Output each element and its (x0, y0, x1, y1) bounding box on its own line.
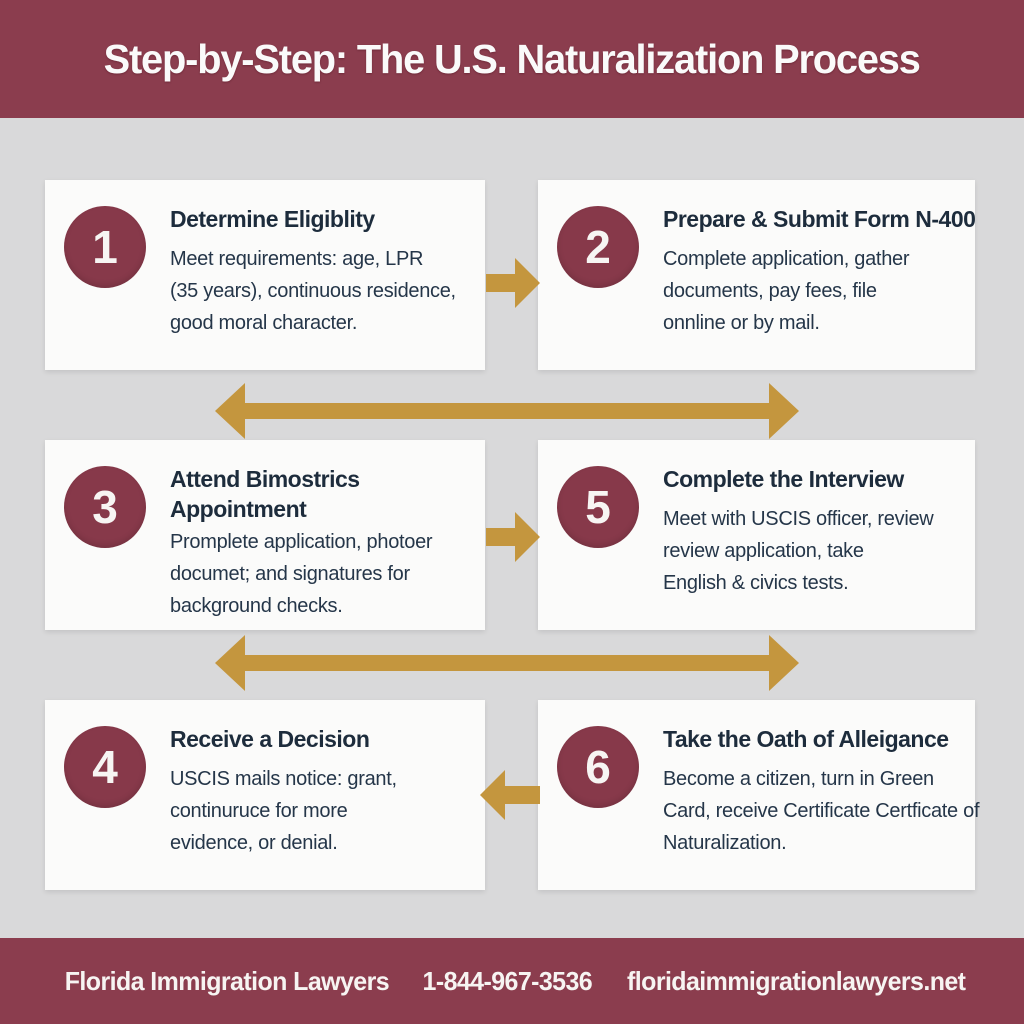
arrow-right-icon (486, 257, 540, 309)
arrow-right-icon (486, 511, 540, 563)
step-number: 2 (585, 221, 611, 273)
step-title: Complete the Interview (663, 466, 904, 492)
step-description: Complete application, gather documents, … (663, 248, 910, 334)
footer-company: Florida Immigration Lawyers (64, 965, 390, 996)
footer-band: Florida Immigration Lawyers 1-844-967-35… (0, 938, 1024, 1024)
double-arrow-icon (215, 383, 799, 439)
double-arrow-icon (215, 635, 799, 691)
step-card-1: 1 Determine Eligiblity Meet requirements… (45, 180, 485, 370)
step-number-badge: 1 (64, 206, 146, 288)
step-number: 4 (92, 741, 118, 793)
step-title: Take the Oath of Alleigance (663, 726, 949, 752)
step-number: 6 (585, 741, 611, 793)
step-description: USCIS mails notice: grant, continuruce f… (170, 768, 397, 854)
step-description: Promplete application, photoer documet; … (170, 531, 433, 617)
footer-website: floridaimmigrationlawyers.net (626, 965, 966, 996)
step-description: Meet requirements: age, LPR (35 years), … (170, 248, 456, 334)
arrow-left-icon (480, 769, 540, 821)
step-title: Determine Eligiblity (170, 206, 375, 232)
footer-phone: 1-844-967-3536 (422, 965, 593, 996)
step-card-6: 6 Take the Oath of Alleigance Become a c… (538, 700, 980, 890)
step-number: 1 (92, 221, 118, 273)
step-number-badge: 6 (557, 726, 639, 808)
step-description: Become a citizen, turn in Green Card, re… (663, 768, 980, 854)
step-card-3: 3 Attend Bimostrics Appointment Promplet… (45, 440, 485, 630)
header-band: Step-by-Step: The U.S. Naturalization Pr… (0, 0, 1024, 118)
step-number-badge: 2 (557, 206, 639, 288)
step-number: 5 (585, 481, 611, 533)
infographic-title: Step-by-Step: The U.S. Naturalization Pr… (103, 35, 921, 82)
step-description: Meet with USCIS officer, review review a… (663, 508, 934, 594)
step-number-badge: 3 (64, 466, 146, 548)
step-card-2: 2 Prepare & Submit Form N-400 Complete a… (538, 180, 976, 370)
step-number-badge: 4 (64, 726, 146, 808)
step-number-badge: 5 (557, 466, 639, 548)
step-title: Prepare & Submit Form N-400 (663, 206, 976, 232)
step-card-5: 5 Complete the Interview Meet with USCIS… (538, 440, 975, 630)
step-title: Receive a Decision (170, 726, 370, 752)
step-title: Attend Bimostrics Appointment (170, 466, 360, 522)
step-number: 3 (92, 481, 118, 533)
step-card-4: 4 Receive a Decision USCIS mails notice:… (45, 700, 485, 890)
